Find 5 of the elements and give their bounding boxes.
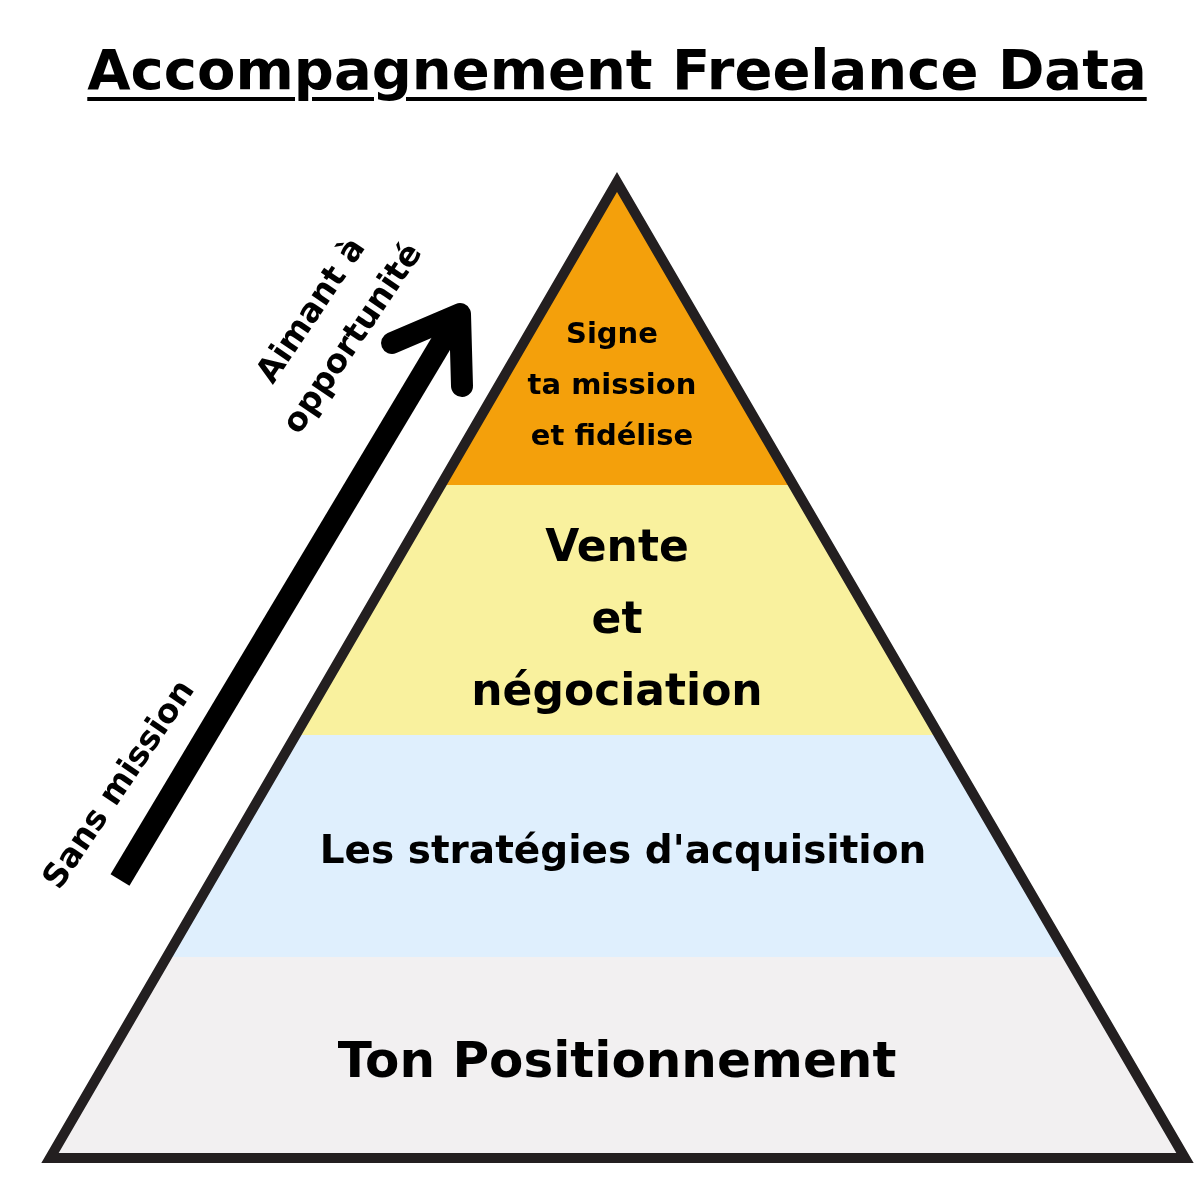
tier-label: Vente et négociation	[471, 519, 763, 717]
tier-label: Signe ta mission et fidélise	[527, 314, 697, 454]
title: Accompagnement Freelance Data	[87, 36, 1147, 104]
tier-label: Ton Positionnement	[337, 1030, 897, 1090]
tier-label: Les stratégies d'acquisition	[319, 826, 927, 874]
